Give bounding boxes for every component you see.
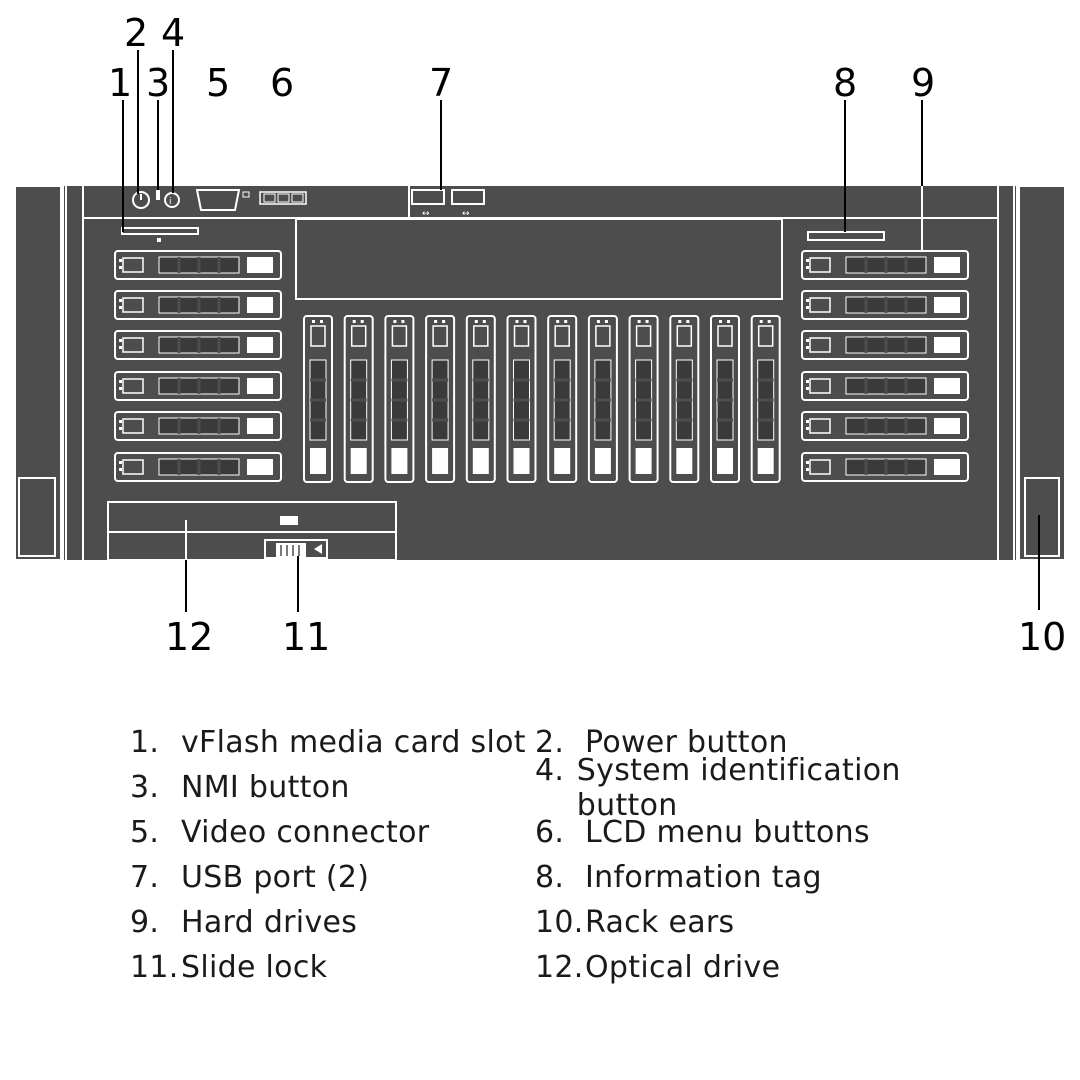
hard-drive-bay-left [114, 250, 282, 482]
legend-item-5: 5. Video connector [130, 815, 535, 850]
server-front-panel-diagram: i ↔ ↔ [14, 11, 1066, 659]
hard-drive [710, 315, 740, 483]
hard-drive [384, 315, 415, 483]
legend-item-1: 1. vFlash media card slot [130, 725, 535, 760]
leader-lines [122, 50, 1040, 612]
hard-drive [801, 371, 969, 401]
hard-drive [114, 330, 282, 360]
callout-9: 9 [911, 61, 935, 105]
legend-num: 11. [130, 950, 179, 985]
legend-item-2: 2. Power button [535, 725, 940, 760]
legend-row: 1. vFlash media card slot 2. Power button [130, 720, 1030, 765]
callout-3: 3 [146, 61, 170, 105]
legend-label: LCD menu buttons [585, 815, 870, 850]
usb-icon: ↔ [462, 209, 470, 219]
legend-item-8: 8. Information tag [535, 860, 940, 895]
lcd-menu-buttons [259, 191, 307, 205]
rack-ear-right [1018, 185, 1066, 561]
hard-drive [114, 250, 282, 280]
legend-row: 11.Slide lock 12.Optical drive [130, 945, 1030, 990]
callout-4: 4 [161, 11, 185, 55]
hard-drive [114, 371, 282, 401]
legend-num: 2. [535, 725, 565, 760]
callout-10: 10 [1018, 615, 1066, 659]
legend-num: 12. [535, 950, 584, 985]
legend-item-4: 4. System identification button [535, 753, 940, 823]
leader-lines-light [185, 186, 923, 612]
legend-num: 7. [130, 860, 160, 895]
hard-drive [114, 452, 282, 482]
callout-2: 2 [124, 11, 148, 55]
hard-drive [547, 315, 578, 483]
callout-8: 8 [833, 61, 857, 105]
legend-item-6: 6. LCD menu buttons [535, 815, 940, 850]
legend-label: Video connector [181, 815, 430, 850]
callout-5: 5 [206, 61, 230, 105]
hard-drive [669, 315, 700, 483]
hard-drive [587, 315, 618, 483]
video-connector [195, 189, 250, 211]
legend-label: Rack ears [585, 905, 735, 940]
legend-num: 10. [535, 905, 584, 940]
nmi-icon [156, 190, 160, 200]
legend-item-10: 10.Rack ears [535, 905, 940, 940]
hard-drive [465, 315, 496, 483]
legend-label: vFlash media card slot [181, 725, 526, 760]
front-bezel-area [295, 218, 783, 300]
hard-drive [801, 290, 969, 320]
callout-1: 1 [108, 61, 132, 105]
hard-drive [801, 250, 969, 280]
legend-label: Slide lock [181, 950, 328, 985]
legend-label: Power button [585, 725, 788, 760]
optical-drive [107, 501, 397, 561]
hard-drive [114, 290, 282, 320]
hard-drive [425, 315, 456, 483]
legend-num: 3. [130, 770, 160, 805]
legend-label: Hard drives [181, 905, 358, 940]
legend-num: 6. [535, 815, 565, 850]
legend-item-11: 11.Slide lock [130, 950, 535, 985]
hard-drive [628, 315, 659, 483]
rack-ear-left [14, 185, 62, 561]
hard-drive-bay-right [801, 250, 969, 482]
callout-7: 7 [429, 61, 453, 105]
legend-item-7: 7. USB port (2) [130, 860, 535, 895]
legend-num: 9. [130, 905, 160, 940]
hard-drive [801, 452, 969, 482]
callout-11: 11 [282, 615, 330, 659]
callout-6: 6 [270, 61, 294, 105]
legend-label: USB port (2) [181, 860, 370, 895]
legend-label: Information tag [585, 860, 822, 895]
legend-item-9: 9. Hard drives [130, 905, 535, 940]
hard-drive [750, 315, 781, 483]
legend-item-12: 12.Optical drive [535, 950, 940, 985]
legend-num: 1. [130, 725, 160, 760]
hard-drive [801, 330, 969, 360]
callout-12: 12 [165, 615, 213, 659]
legend-row: 9. Hard drives 10.Rack ears [130, 900, 1030, 945]
legend-row: 3. NMI button 4. System identification but… [130, 753, 1030, 823]
hard-drive-bay-center [303, 315, 781, 483]
slide-lock [264, 539, 328, 559]
legend-label: NMI button [181, 770, 350, 805]
legend: 1.vFlash media card slot 2.Power button … [130, 720, 1030, 990]
usb-panel: ↔ ↔ [408, 186, 485, 219]
legend-row: 7. USB port (2) 8. Information tag [130, 855, 1030, 900]
hard-drive [506, 315, 537, 483]
usb-icon: ↔ [422, 209, 430, 219]
hard-drive [114, 411, 282, 441]
legend-num: 4. [535, 752, 565, 788]
hard-drive [303, 315, 333, 483]
hard-drive [801, 411, 969, 441]
legend-num: 8. [535, 860, 565, 895]
svg-text:i: i [169, 197, 172, 207]
legend-label: System identification button [576, 752, 901, 823]
vflash-led [157, 238, 161, 242]
power-icon [132, 191, 150, 209]
hard-drive [343, 315, 374, 483]
legend-label: Optical drive [585, 950, 781, 985]
legend-num: 5. [130, 815, 160, 850]
legend-item-3: 3. NMI button [130, 770, 535, 805]
legend-row: 5. Video connector 6. LCD menu buttons [130, 810, 1030, 855]
